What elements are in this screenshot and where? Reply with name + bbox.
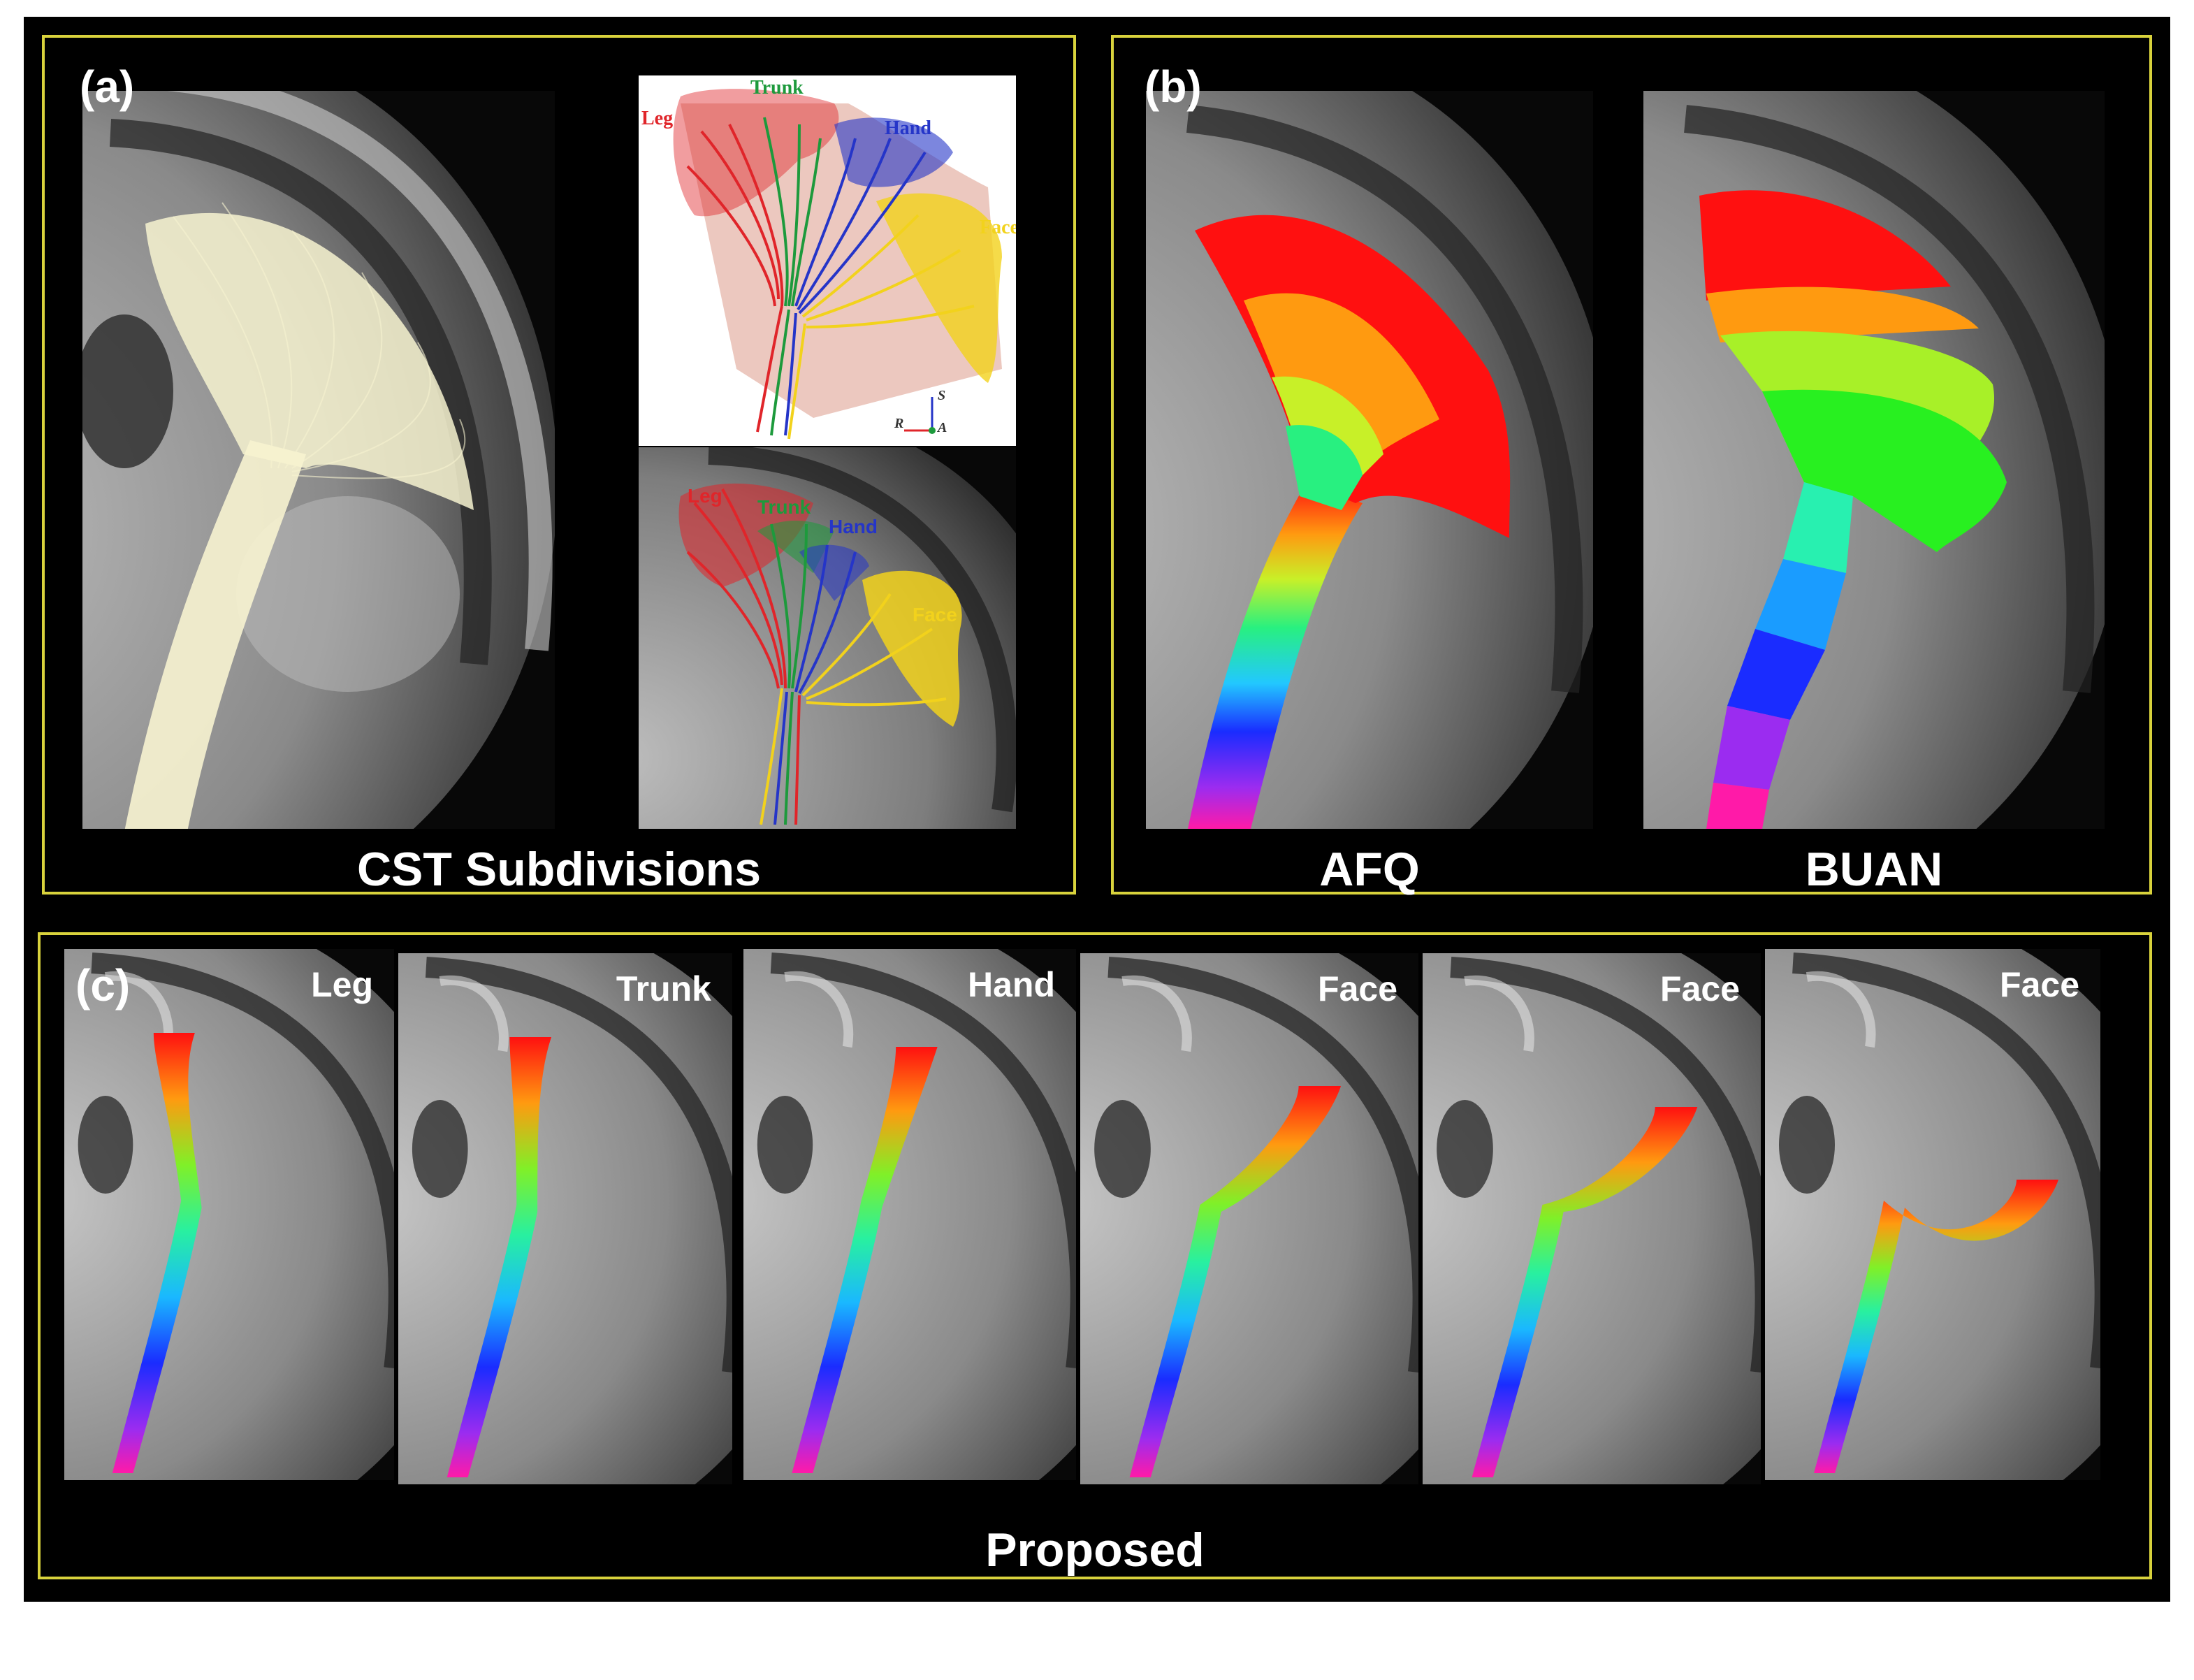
- proposed-subpanel-4: Face: [1080, 953, 1418, 1484]
- panel-b: (b) AFQ BUAN: [1111, 35, 2152, 895]
- proposed-subpanel-5: Face: [1423, 953, 1761, 1484]
- panel-c-label: (c): [75, 960, 131, 1011]
- subpanel-label-5: Face: [1660, 969, 1740, 1008]
- subpanel-label-4: Face: [1318, 969, 1397, 1008]
- subpanel-label-3: Hand: [968, 965, 1055, 1004]
- proposed-subpanel-6: Face: [1765, 949, 2100, 1480]
- subpanel-label-2: Trunk: [616, 969, 711, 1008]
- overlay-label-face: Face: [913, 604, 957, 625]
- proposed-subpanel-2: Trunk: [398, 953, 732, 1484]
- cst-overlay-diagram: Leg Trunk Hand Face: [639, 447, 1016, 829]
- proposed-subpanel-1: Leg: [64, 949, 394, 1480]
- diagram-label-hand: Hand: [885, 117, 931, 139]
- overlay-label-leg: Leg: [688, 485, 722, 507]
- diagram-label-leg: Leg: [641, 108, 674, 129]
- axis-label-a: A: [938, 420, 947, 435]
- cst-schematic-diagram: Leg Trunk Hand Face S R A: [639, 75, 1016, 446]
- panel-a-label: (a): [80, 61, 135, 112]
- panel-c-caption: Proposed: [985, 1523, 1205, 1577]
- figure: Leg Trunk Hand Face S R A: [24, 17, 2170, 1602]
- afq-tract-image: [1146, 91, 1593, 829]
- subpanel-label-1: Leg: [311, 965, 373, 1004]
- panel-c: Leg: [38, 932, 2152, 1579]
- overlay-label-trunk: Trunk: [757, 496, 811, 518]
- subpanel-label-6: Face: [2000, 965, 2079, 1004]
- panel-b-caption-afq: AFQ: [1319, 843, 1420, 896]
- panel-b-label: (b): [1145, 61, 1202, 112]
- panel-a-caption: CST Subdivisions: [356, 843, 762, 896]
- axis-label-s: S: [938, 388, 946, 403]
- diagram-label-face: Face: [980, 217, 1016, 238]
- buan-tract-image: [1643, 91, 2105, 829]
- panel-a: Leg Trunk Hand Face S R A: [42, 35, 1076, 895]
- diagram-label-trunk: Trunk: [750, 77, 804, 99]
- overlay-label-hand: Hand: [829, 516, 878, 537]
- axis-label-r: R: [894, 416, 904, 431]
- panel-b-caption-buan: BUAN: [1805, 843, 1943, 896]
- cst-whole-tract-image: [82, 91, 555, 829]
- proposed-subpanel-3: Hand: [743, 949, 1076, 1480]
